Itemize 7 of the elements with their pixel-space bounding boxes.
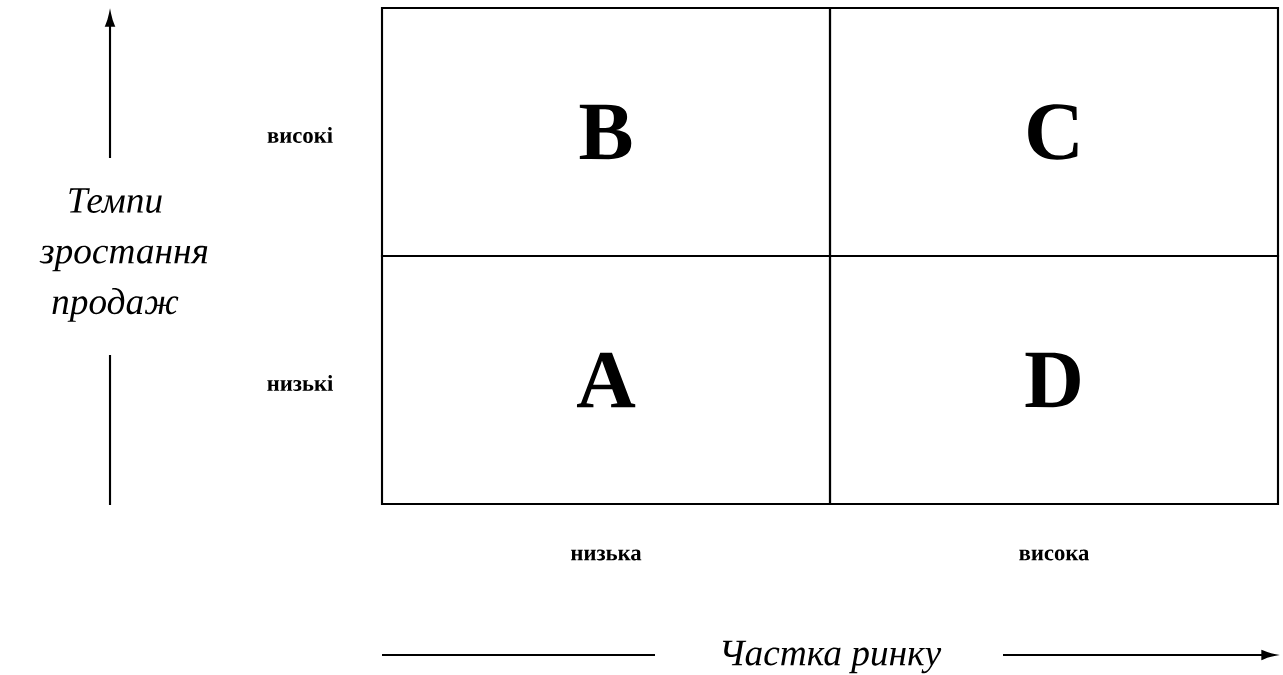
matrix-cell: B [380, 6, 832, 258]
axis-tick-label: низька [571, 549, 642, 561]
matrix-cell: D [828, 254, 1280, 506]
matrix-cell: A [380, 254, 832, 506]
matrix-cell: C [828, 6, 1280, 258]
axis-title: Темпи зростання продаж [39, 188, 208, 322]
axis-title: Частка ринку [722, 640, 942, 674]
